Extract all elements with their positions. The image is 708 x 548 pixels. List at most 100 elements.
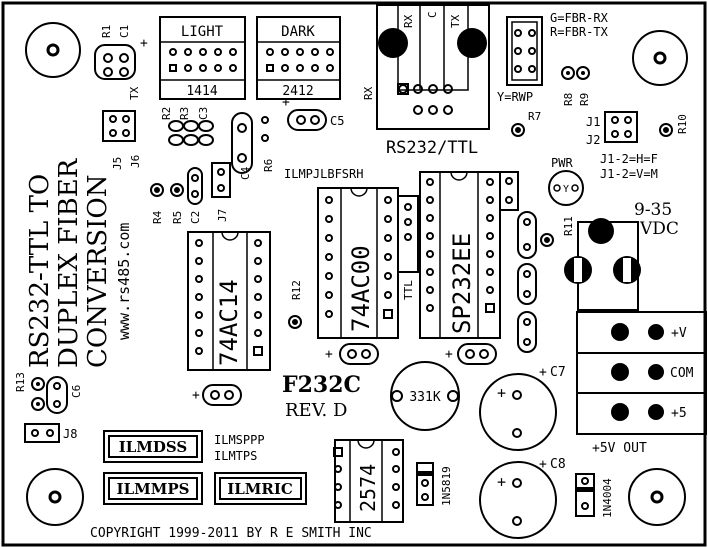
output-label: +5V OUT [592, 441, 647, 456]
legend-j1-h-f: J1-2=H=F [600, 152, 658, 166]
u1-ic-74ac14 [187, 231, 271, 371]
terminal-com: COM [670, 366, 694, 381]
plus-c8-outer: + [539, 457, 547, 472]
u2-ic-74ac00 [317, 187, 399, 339]
cap-under-u1 [202, 384, 242, 406]
mounting-hole-bottom-left [26, 468, 84, 526]
cap-under-u2 [339, 343, 379, 365]
cap-under-u3 [457, 343, 497, 365]
diode-1n5819-label: 1N5819 [440, 466, 453, 506]
refdes-c8: C8 [550, 457, 566, 472]
ilmric-box [214, 472, 307, 505]
tx-side-label: TX [128, 86, 141, 100]
refdes-c6: C6 [70, 385, 83, 398]
plus-c8-inner: + [497, 473, 506, 491]
refdes-c5: C5 [330, 114, 344, 128]
led-header [506, 16, 543, 86]
refdes-j8: J8 [63, 427, 77, 441]
mounting-hole-top-left [25, 22, 81, 78]
dark-label: DARK [281, 24, 315, 40]
terminal-block [576, 311, 707, 435]
copyright-label: COPYRIGHT 1999-2011 BY R E SMITH INC [90, 526, 372, 541]
power-input-unit: VDC [639, 219, 679, 239]
r4-r5-c2 [150, 167, 203, 205]
mounting-hole-bottom-right [628, 468, 686, 526]
rx-side-label: RX [362, 86, 375, 100]
fiber-connector-dark: DARK 2412 [256, 16, 341, 100]
u4-ic-2574 [333, 439, 404, 523]
diode-1n5819 [416, 462, 434, 506]
refdes-r5: R5 [171, 211, 184, 224]
terminal-plus-v: +V [671, 326, 687, 341]
terminal-plus5: +5 [671, 406, 687, 421]
refdes-j6: J6 [129, 155, 142, 168]
title-line-2: DUPLEX FIBER [54, 157, 84, 368]
power-input-voltage: 9-35 [634, 200, 672, 220]
r13-c6 [31, 376, 68, 414]
model-label: F232C [282, 372, 361, 398]
refdes-r1: R1 [100, 25, 113, 38]
r6-pads [261, 116, 269, 142]
light-part-number: 1414 [186, 84, 217, 99]
refdes-j2: J2 [586, 133, 600, 147]
ilmspp-label: ILMSPPP [214, 433, 265, 447]
j5-j6-header [102, 110, 136, 142]
refdes-j7: J7 [216, 209, 229, 222]
pwr-label: PWR [551, 156, 573, 170]
c1-footprint [94, 44, 136, 80]
legend-y-rwp: Y=RWP [497, 90, 533, 104]
plus-c7-outer: + [539, 365, 547, 380]
title-line-3: CONVERSION [83, 175, 113, 368]
refdes-c4: C4 [239, 166, 252, 180]
legend-g-fbr-rx: G=FBR-RX [550, 11, 609, 25]
diode-1n4004 [575, 473, 595, 517]
u3-ic-sp232ee [419, 171, 519, 339]
ilmp-string: ILMPJLBFSRH [284, 167, 363, 181]
inductor-331k [390, 361, 460, 431]
plus-c1: + [140, 36, 148, 51]
ttl-label: TTL [402, 280, 415, 300]
u3-label: SP232EE [448, 233, 476, 334]
r12-pad [288, 315, 302, 329]
ilmric-label: ILMRIC [227, 480, 293, 498]
c5-footprint [287, 109, 327, 131]
refdes-r3: R3 [178, 107, 191, 120]
plus-c7-inner: + [497, 384, 506, 402]
ilmmps-label: ILMMPS [117, 480, 190, 498]
refdes-r4: R4 [151, 210, 164, 224]
diode-1n4004-label: 1N4004 [601, 478, 614, 518]
light-label: LIGHT [181, 24, 224, 40]
refdes-j5: J5 [111, 157, 124, 170]
plus-u2a: + [325, 347, 333, 362]
r8-r9 [561, 66, 590, 80]
refdes-j1: J1 [586, 115, 600, 129]
ilmmps-box [103, 472, 203, 505]
rs232-ttl-label: RS232/TTL [386, 138, 478, 158]
u2-label: 74AC00 [347, 245, 375, 332]
dc-power-jack [564, 218, 641, 311]
refdes-r2: R2 [160, 107, 173, 120]
inductor-label: 331K [409, 390, 440, 405]
ilmdss-label: ILMDSS [119, 438, 188, 456]
legend-j1-v-m: J1-2=V=M [600, 167, 658, 181]
r7-pad [511, 123, 525, 137]
pwr-led-y: Y [563, 184, 569, 195]
fiber-connector-light: LIGHT 1414 [159, 16, 246, 100]
tx-top-label: TX [449, 14, 462, 28]
refdes-c2: C2 [189, 211, 202, 224]
refdes-c3: C3 [197, 107, 210, 120]
title-line-1: RS232-TTL TO [25, 174, 55, 368]
dark-part-number: 2412 [282, 84, 313, 99]
c4-footprint [231, 112, 253, 174]
c8-capacitor [479, 461, 557, 539]
ttl-jumper [397, 195, 419, 273]
rs232-ttl-connector [376, 4, 490, 130]
refdes-c7: C7 [550, 365, 566, 380]
refdes-r10: R10 [676, 114, 689, 134]
j8-header [24, 423, 60, 443]
refdes-r13: R13 [14, 372, 27, 392]
c-top-label: C [426, 11, 439, 18]
